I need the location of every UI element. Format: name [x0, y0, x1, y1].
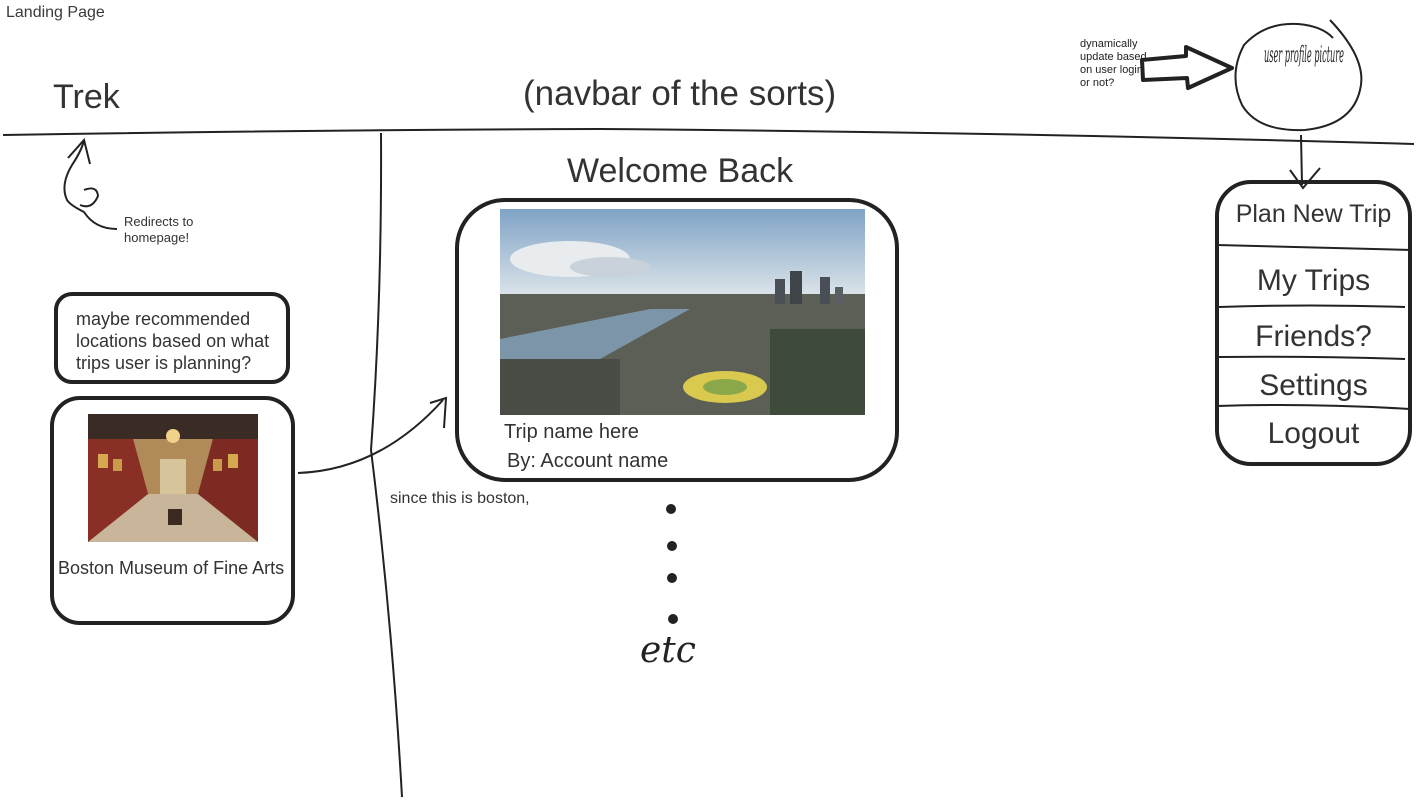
museum-image [88, 414, 258, 542]
sidebar-divider [369, 132, 403, 798]
rec-to-trip-arrow [297, 399, 444, 474]
trip-card[interactable]: Trip name here By: Account name [455, 198, 899, 482]
user-profile-avatar[interactable]: user profile picture [1254, 40, 1354, 124]
menu-item-settings[interactable]: Settings [1259, 369, 1368, 402]
profile-circle [1234, 19, 1363, 132]
brand-logo-link[interactable]: Trek [53, 78, 120, 116]
user-dropdown-menu: Plan New Trip My Trips Friends? Settings… [1215, 180, 1412, 466]
recommended-location-card[interactable]: Boston Museum of Fine Arts [50, 396, 295, 625]
menu-item-friends[interactable]: Friends? [1255, 320, 1372, 353]
menu-item-my-trips[interactable]: My Trips [1256, 264, 1371, 297]
ellipsis-dot [667, 541, 677, 551]
trip-author: By: Account name [507, 450, 669, 472]
trip-name: Trip name here [504, 421, 639, 443]
etc-label: etc [640, 630, 696, 671]
profile-to-menu-arrow [1300, 134, 1303, 186]
menu-item-plan-new-trip[interactable]: Plan New Trip [1235, 200, 1392, 228]
navbar-note: (navbar of the sorts) [523, 74, 837, 113]
redirect-note: Redirects to homepage! [124, 214, 194, 245]
dynamic-update-arrow [1140, 45, 1234, 90]
location-name: Boston Museum of Fine Arts [58, 558, 285, 578]
page-label: Landing Page [6, 4, 105, 21]
ellipsis-dot [668, 614, 678, 624]
ellipsis-dot [666, 504, 676, 514]
recommendations-note: maybe recommended locations based on wha… [54, 292, 290, 384]
menu-separator [1218, 355, 1406, 360]
menu-item-logout[interactable]: Logout [1267, 417, 1360, 450]
trip-cover-image [500, 209, 865, 415]
since-note: since this is boston, [390, 490, 530, 507]
menu-separator [1218, 304, 1406, 308]
menu-separator [1216, 244, 1413, 251]
avatar-label: user profile picture [1264, 43, 1344, 68]
navbar-divider [2, 127, 1415, 145]
redirect-arrow [63, 139, 118, 230]
ellipsis-dot [667, 573, 677, 583]
menu-separator [1216, 404, 1411, 410]
welcome-heading: Welcome Back [567, 152, 794, 190]
dynamic-update-note: dynamically update based on user login o… [1080, 38, 1147, 89]
